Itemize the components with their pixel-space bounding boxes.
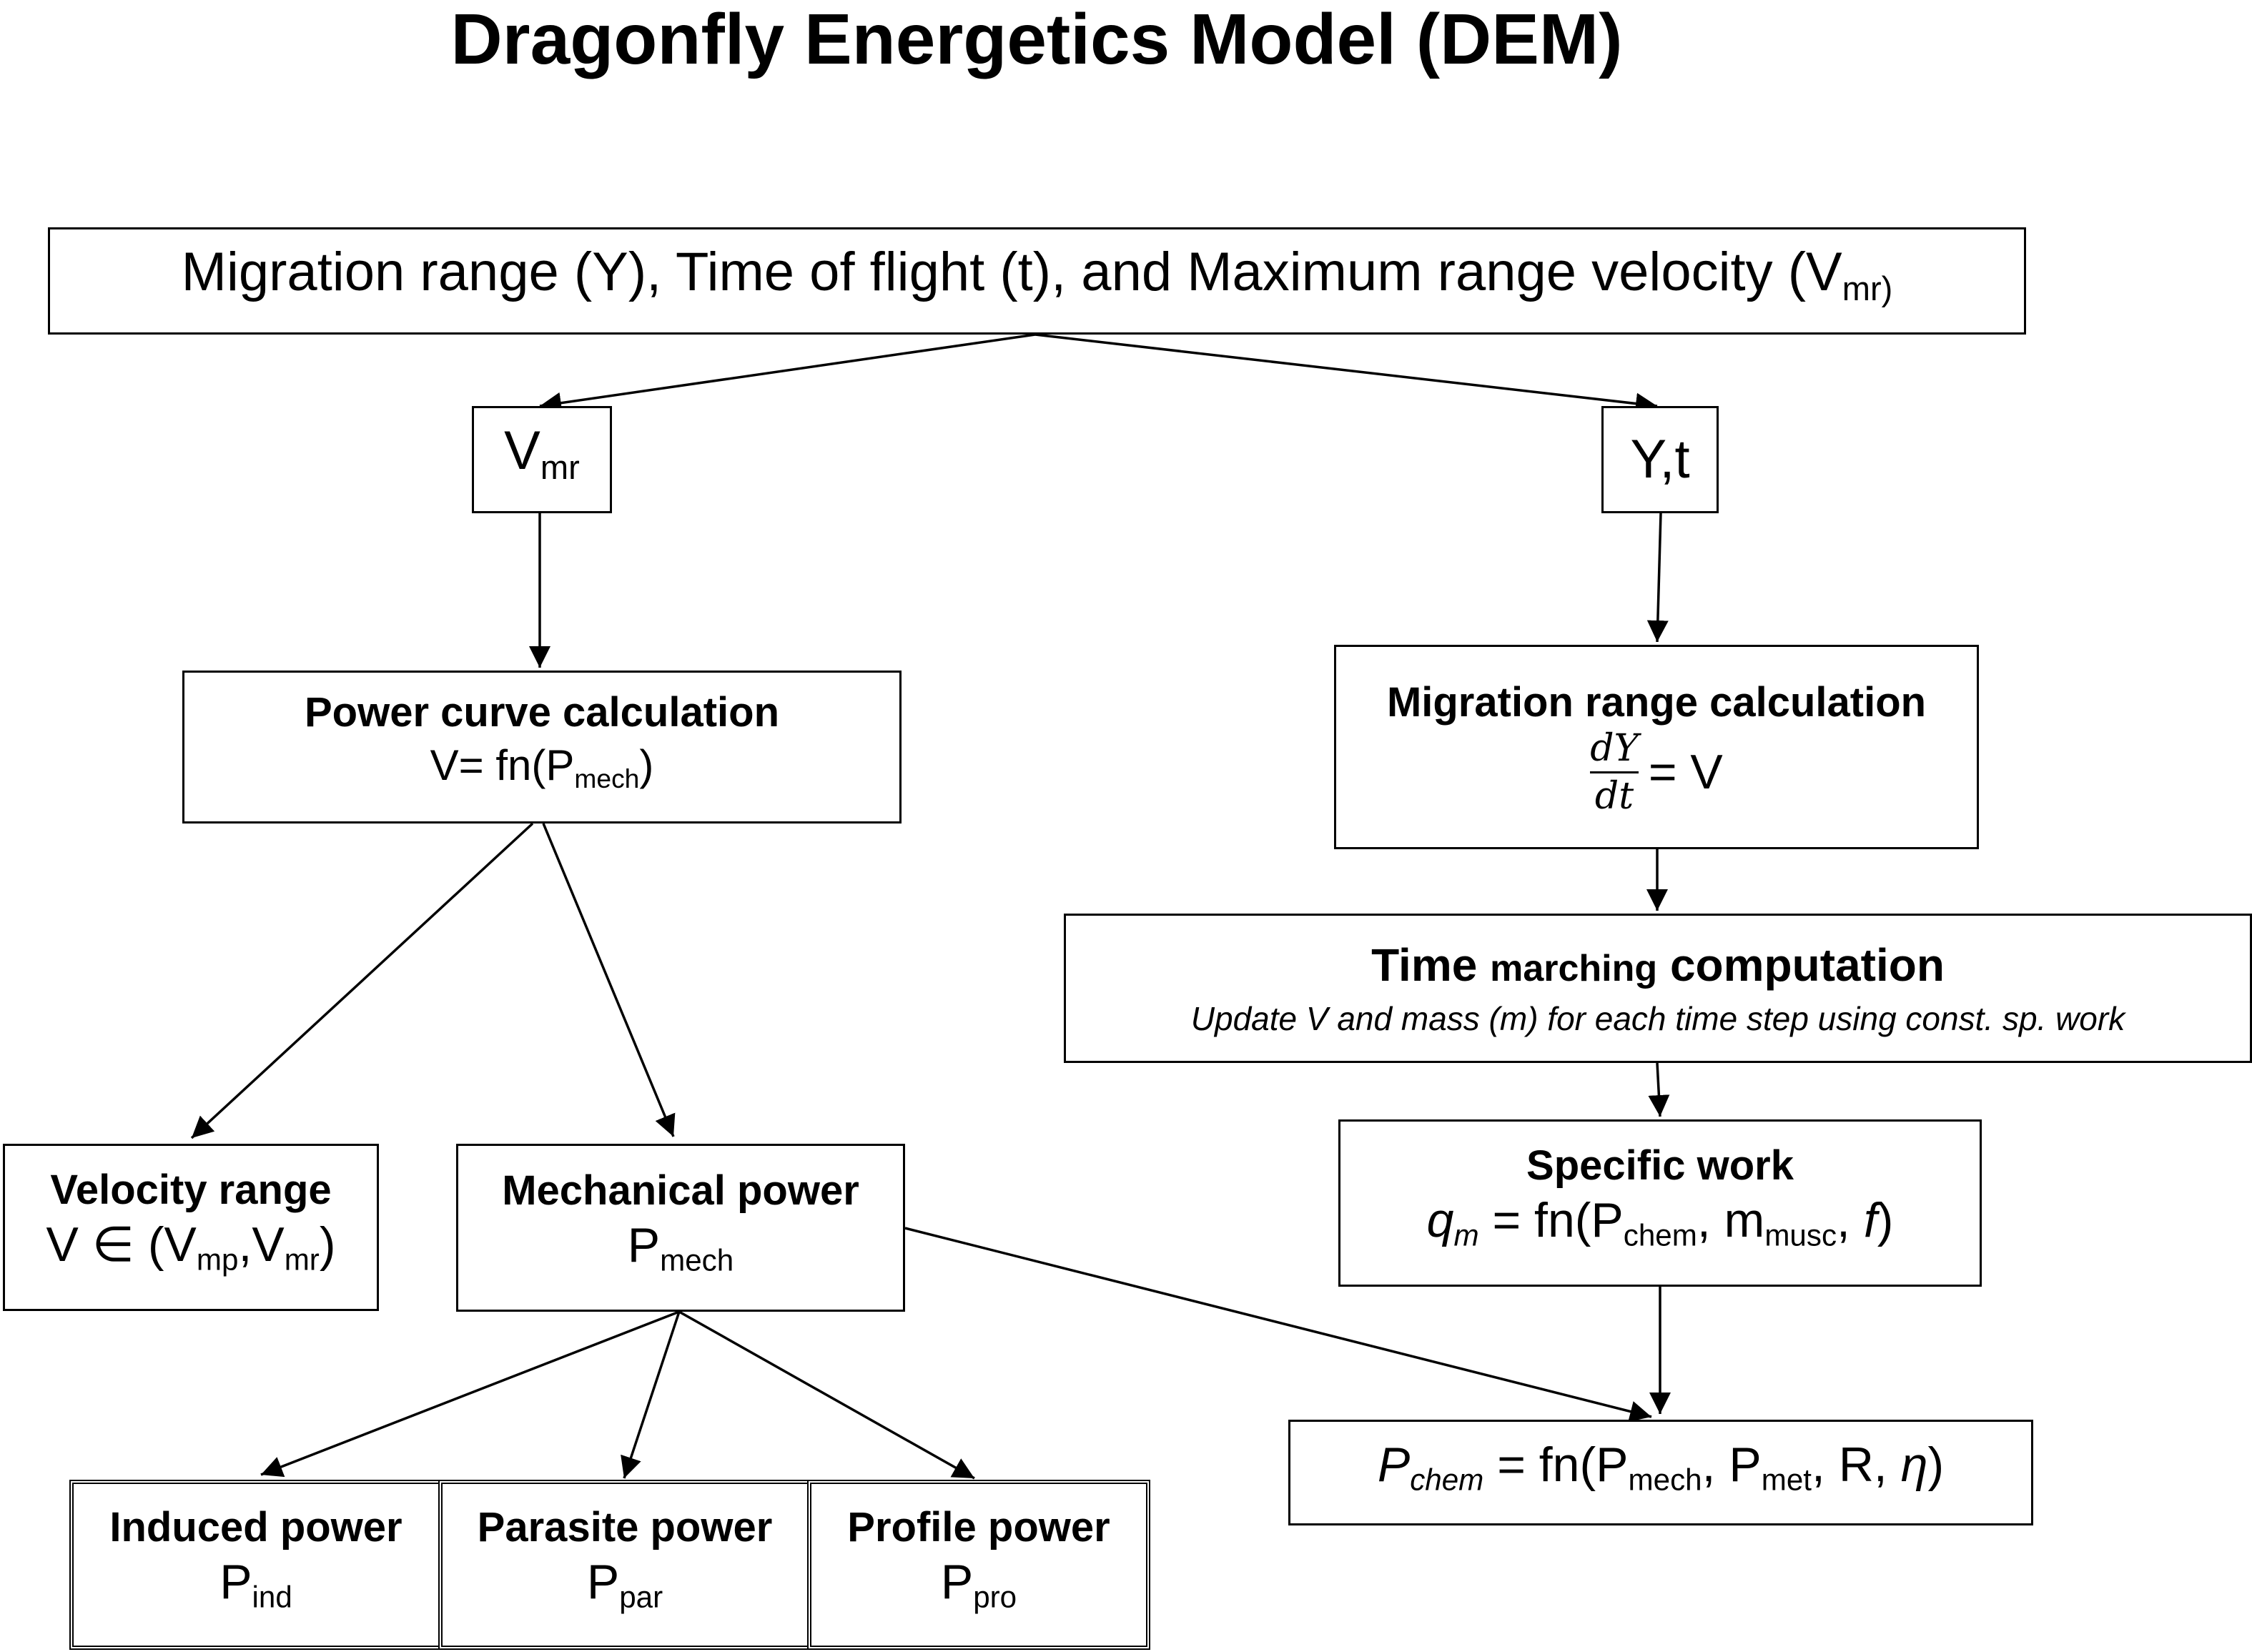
velocity-range-b: ,V	[238, 1217, 285, 1272]
dy-dt-fraction: dY dt	[1590, 728, 1639, 817]
velocity-range-sub1: mp	[196, 1242, 239, 1277]
velocity-range-c: )	[319, 1217, 336, 1272]
pchem-eta: η	[1900, 1438, 1928, 1493]
specific-work-d: )	[1877, 1193, 1894, 1248]
specific-work-q: q	[1426, 1193, 1454, 1248]
fraction-bar	[1590, 771, 1639, 773]
specific-work-p-sub: chem	[1623, 1218, 1697, 1252]
migration-calc-heading: Migration range calculation	[1386, 678, 1927, 726]
arrow-mechanical-power-to-induced	[260, 1310, 680, 1478]
arrow-top-to-vmr	[539, 333, 1036, 414]
induced-power-sub: ind	[252, 1580, 292, 1614]
mechanical-power-heading: Mechanical power	[502, 1167, 859, 1214]
pchem-p: P	[1377, 1438, 1411, 1493]
velocity-range-sub2: mr	[284, 1242, 320, 1277]
profile-power-box: Profile power Ppro	[807, 1480, 1150, 1650]
parasite-power-sub: par	[619, 1580, 663, 1614]
parasite-power-heading: Parasite power	[477, 1504, 773, 1551]
pchem-p-sub: chem	[1410, 1463, 1484, 1497]
pchem-d: )	[1927, 1438, 1945, 1493]
mechanical-power-main: P	[627, 1217, 661, 1272]
time-marching-heading-a: Time	[1371, 939, 1478, 991]
pchem-box: Pchem = fn(Pmech, Pmet, R, η)	[1288, 1420, 2033, 1525]
specific-work-m-sub: musc	[1764, 1218, 1837, 1252]
parasite-power-main: P	[586, 1555, 620, 1610]
specific-work-b: , m	[1697, 1193, 1765, 1248]
induced-power-main: P	[219, 1555, 252, 1610]
vmr-subscript: mr	[540, 448, 580, 487]
induced-power-heading: Induced power	[109, 1504, 403, 1551]
time-marching-heading-b: marching	[1490, 948, 1658, 989]
arrow-mechanical-power-to-profile	[678, 1310, 975, 1480]
arrow-mechanical-power-to-parasite	[621, 1311, 681, 1479]
top-inputs-box: Migration range (Y), Time of flight (t),…	[48, 227, 2026, 335]
velocity-range-box: Velocity range V ∈ (Vmp,Vmr)	[3, 1144, 379, 1311]
migration-calc-rhs: = V	[1648, 745, 1723, 799]
specific-work-a: = fn(	[1478, 1193, 1591, 1248]
vmr-box: Vmr	[472, 406, 612, 513]
diagram-title: Dragonfly Energetics Model (DEM)	[450, 0, 1623, 79]
vmr-main: V	[504, 420, 540, 482]
fraction-denominator: dt	[1594, 774, 1634, 818]
time-marching-heading-c: computation	[1669, 939, 1945, 991]
specific-work-f: f	[1863, 1193, 1877, 1248]
pchem-sub2: met	[1761, 1463, 1812, 1497]
yt-box: Y,t	[1601, 406, 1719, 513]
profile-power-main: P	[940, 1555, 974, 1610]
arrow-yt-to-migration-calc	[1646, 513, 1669, 643]
profile-power-sub: pro	[973, 1580, 1017, 1614]
pchem-c: , R,	[1812, 1438, 1901, 1493]
power-curve-formula-sub: mech	[574, 763, 640, 794]
migration-calc-equation: dY dt = V	[1590, 728, 1723, 817]
yt-text: Y,t	[1630, 429, 1690, 490]
top-inputs-subscript: mr)	[1842, 269, 1893, 308]
specific-work-p: P	[1591, 1193, 1624, 1248]
arrow-top-to-yt	[1034, 333, 1658, 415]
velocity-range-a: V ∈ (V	[46, 1217, 197, 1272]
power-curve-heading: Power curve calculation	[304, 688, 780, 736]
pchem-a: = fn(P	[1483, 1438, 1629, 1493]
specific-work-c: ,	[1837, 1193, 1864, 1248]
pchem-b: , P	[1702, 1438, 1762, 1493]
time-marching-note: Update V and mass (m) for each time step…	[1190, 1000, 2125, 1037]
pchem-sub1: mech	[1628, 1463, 1702, 1497]
induced-power-box: Induced power Pind	[69, 1480, 443, 1650]
velocity-range-heading: Velocity range	[50, 1167, 332, 1214]
profile-power-heading: Profile power	[847, 1504, 1110, 1551]
specific-work-box: Specific work qm = fn(Pchem, mmusc, f)	[1338, 1119, 1982, 1287]
arrow-mechanical-power-to-pchem	[904, 1227, 1652, 1423]
specific-work-heading: Specific work	[1526, 1142, 1794, 1189]
fraction-numerator: dY	[1590, 726, 1639, 770]
arrow-power-curve-to-velocity-range	[190, 822, 534, 1139]
parasite-power-box: Parasite power Ppar	[438, 1480, 811, 1650]
migration-range-calculation-box: Migration range calculation dY dt = V	[1334, 645, 1979, 849]
arrow-power-curve-to-mechanical-power	[542, 823, 676, 1137]
power-curve-box: Power curve calculation V= fn(Pmech)	[182, 671, 902, 823]
power-curve-formula-b: )	[639, 741, 654, 789]
specific-work-q-sub: m	[1453, 1218, 1479, 1252]
arrow-time-marching-to-specific-work	[1648, 1062, 1670, 1117]
power-curve-formula-a: V= fn(P	[430, 741, 575, 789]
mechanical-power-sub: mech	[660, 1243, 734, 1277]
mechanical-power-box: Mechanical power Pmech	[456, 1144, 905, 1312]
top-inputs-text: Migration range (Y), Time of flight (t),…	[181, 242, 1842, 303]
time-marching-box: Time marching computation Update V and m…	[1064, 914, 2252, 1063]
